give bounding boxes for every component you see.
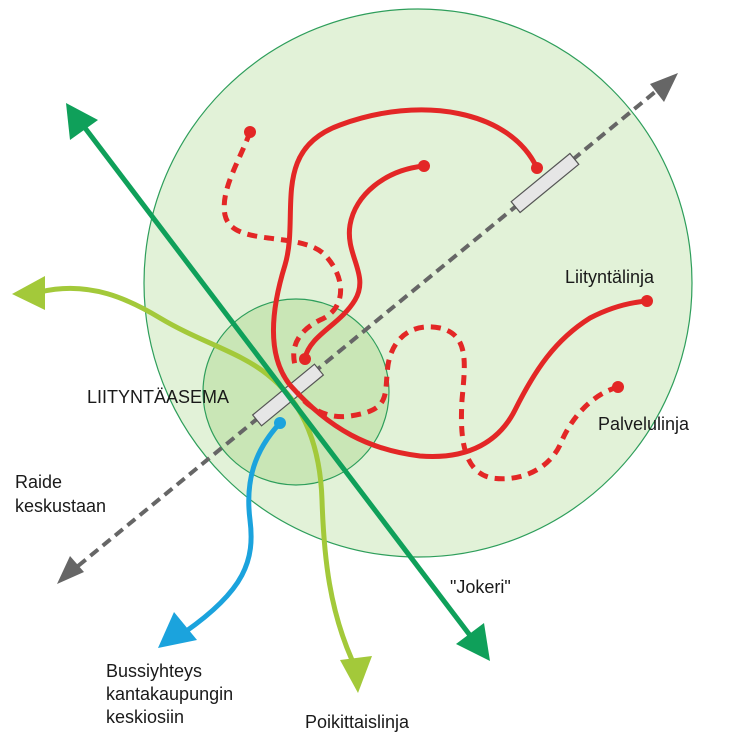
feeder-endpoint — [641, 295, 653, 307]
label-poikittaislinja: Poikittaislinja — [305, 712, 410, 732]
service-endpoint — [244, 126, 256, 138]
jokeri-line — [80, 122, 474, 640]
jokeri-arrowhead-bottom — [456, 623, 490, 661]
bus-endpoint — [274, 417, 286, 429]
service-line-right — [294, 324, 619, 482]
feeder-line-loop — [271, 107, 650, 460]
feeder-line-inner — [302, 163, 427, 361]
rail-arrowhead-bottom — [57, 556, 84, 584]
feeder-endpoint — [531, 162, 543, 174]
feeder-endpoint — [418, 160, 430, 172]
label-bussi-line1: Bussiyhteys — [106, 661, 202, 681]
label-liityntalinja: Liityntälinja — [565, 267, 655, 287]
poikittaislinja-arrowhead-bottom — [340, 656, 372, 693]
service-endpoint — [612, 381, 624, 393]
label-bussi-line2: kantakaupungin — [106, 684, 233, 704]
jokeri-arrowhead-top — [66, 103, 98, 140]
bus-arrowhead — [158, 612, 197, 648]
station-upper — [510, 152, 580, 214]
label-liityntaasema: LIITYNTÄASEMA — [87, 387, 229, 407]
label-bussi-line3: keskiosiin — [106, 707, 184, 727]
label-raide-line1: Raide — [15, 472, 62, 492]
poikittaislinja-arrowhead-left — [12, 276, 45, 310]
poikittaislinja-line — [37, 285, 355, 663]
service-line-left — [221, 131, 343, 366]
rail-line — [76, 90, 657, 568]
label-jokeri: "Jokeri" — [450, 577, 511, 597]
label-palvelulinja: Palvelulinja — [598, 414, 690, 434]
label-raide-line2: keskustaan — [15, 496, 106, 516]
feeder-endpoint — [299, 353, 311, 365]
rail-arrowhead-top — [650, 73, 678, 102]
bus-line — [182, 420, 283, 635]
